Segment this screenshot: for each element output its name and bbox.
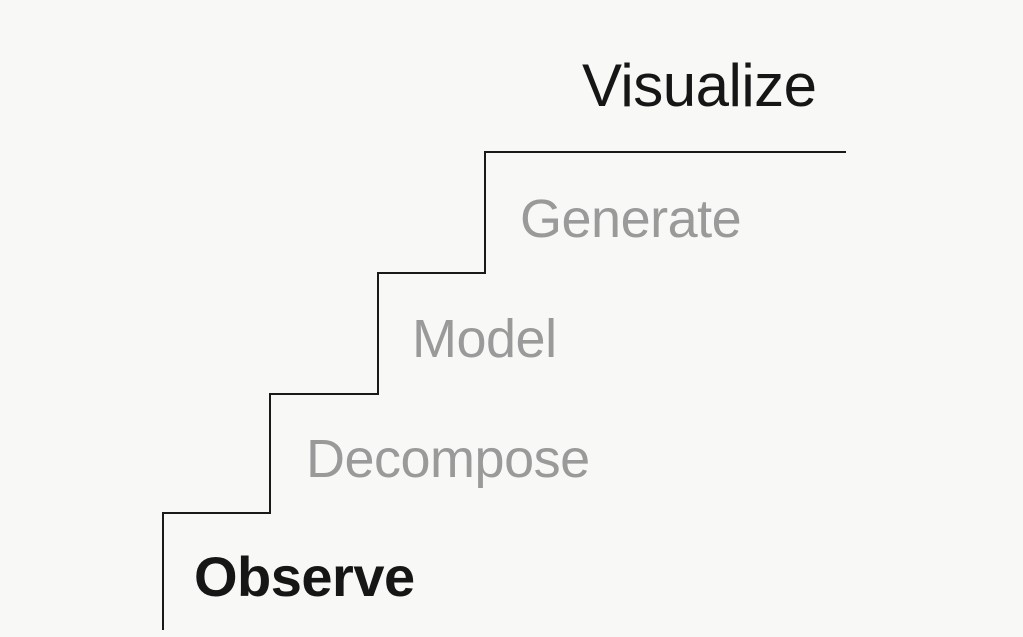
step-model: Model xyxy=(412,309,557,369)
step-visualize: Visualize xyxy=(582,52,817,119)
step-generate: Generate xyxy=(520,189,742,249)
staircase-path xyxy=(162,151,846,630)
step-decompose: Decompose xyxy=(306,429,590,489)
step-observe: Observe xyxy=(194,545,415,608)
